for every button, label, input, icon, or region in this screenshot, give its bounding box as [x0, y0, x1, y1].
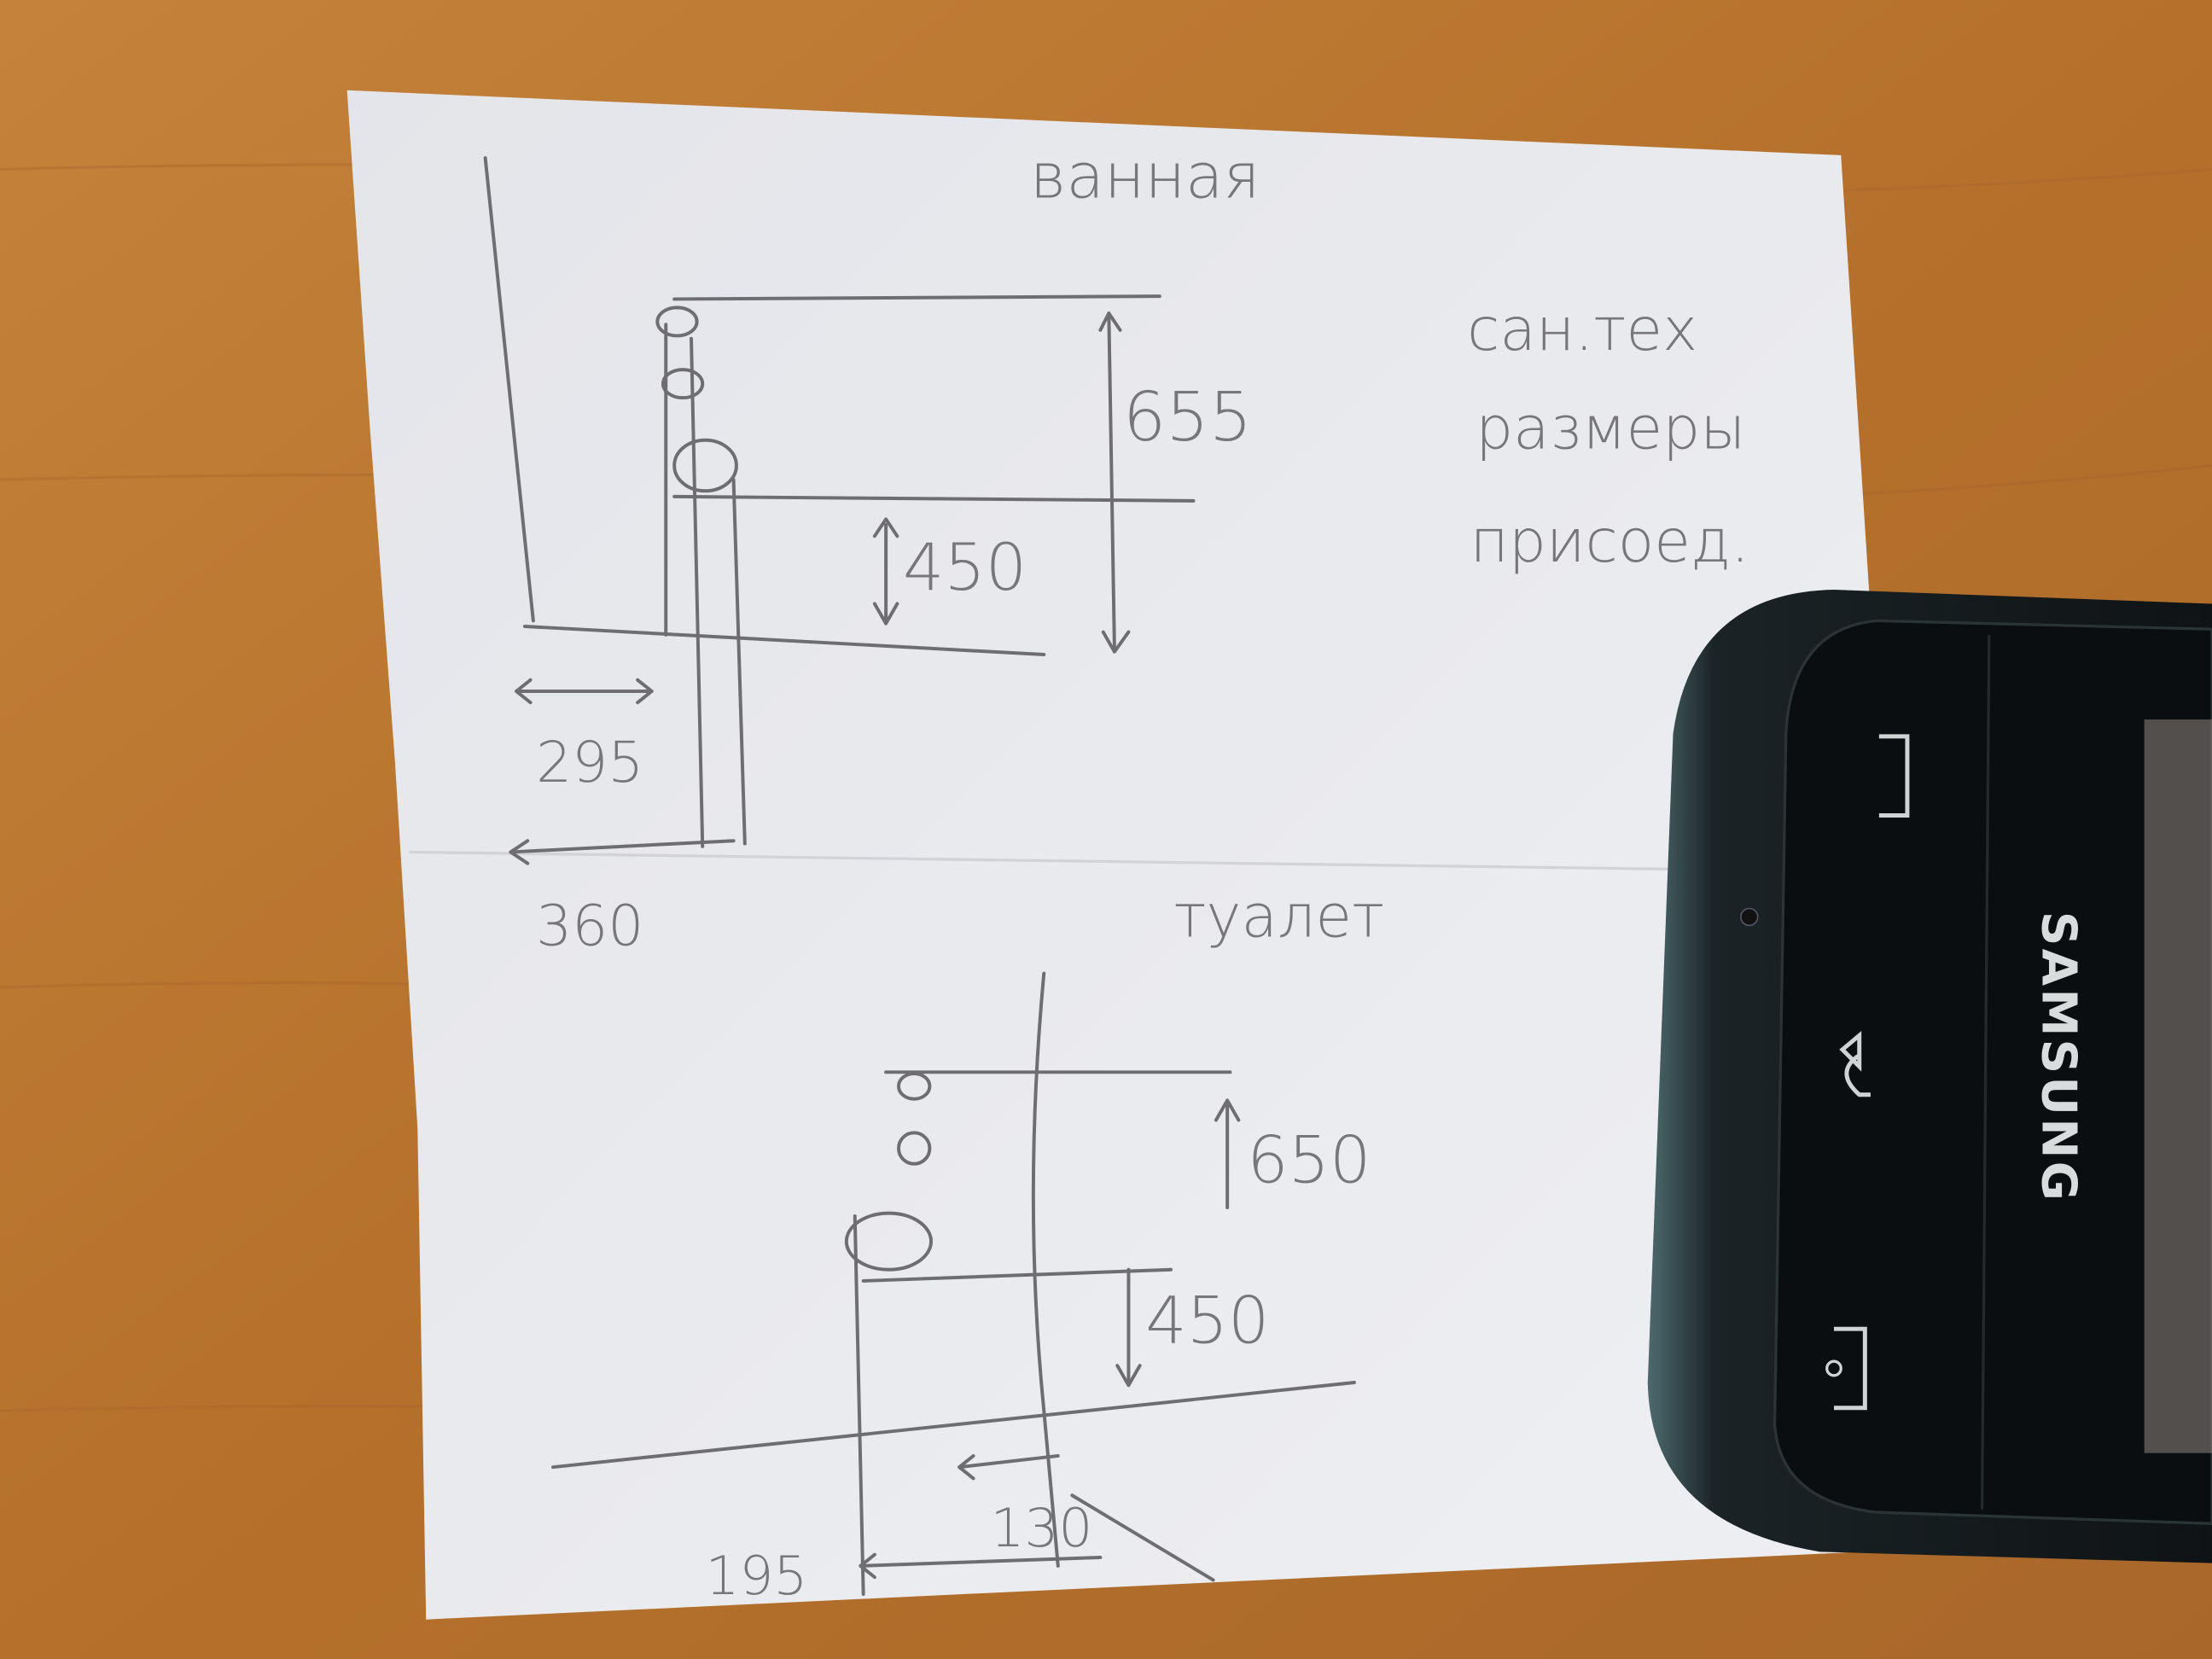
paper-sheet — [346, 90, 1870, 1620]
phone-camera — [1740, 907, 1759, 927]
back-key-icon — [1839, 1031, 1871, 1097]
note-line-1: сан.тех — [1467, 296, 1697, 364]
mobile-phone: SAMSUNG — [1647, 589, 2212, 1563]
toilet-title: туалет — [1173, 883, 1384, 952]
toilet-dim-650: 650 — [1247, 1121, 1371, 1197]
bathroom-dim-360: 360 — [536, 894, 643, 959]
power-key-icon — [1825, 1359, 1842, 1377]
paper-fold — [409, 850, 1870, 874]
bathroom-dim-450: 450 — [903, 529, 1027, 605]
bathroom-dim-655: 655 — [1123, 377, 1252, 457]
bathroom-title: ванная — [1030, 140, 1260, 212]
note-line-2: размеры — [1476, 395, 1745, 463]
toilet-drawing — [551, 971, 1356, 1596]
bathroom-drawing — [483, 156, 1196, 865]
toilet-dim-195: 195 — [706, 1545, 808, 1607]
phone-brand-logo: SAMSUNG — [2031, 911, 2087, 1203]
phone-screen — [2144, 719, 2212, 1453]
phone-soft-key-icon — [1833, 734, 1910, 1411]
note-line-3: присоед. — [1470, 508, 1749, 576]
toilet-dim-450: 450 — [1145, 1283, 1269, 1359]
bathroom-dim-295: 295 — [536, 730, 643, 795]
toilet-dim-130: 130 — [990, 1497, 1092, 1559]
